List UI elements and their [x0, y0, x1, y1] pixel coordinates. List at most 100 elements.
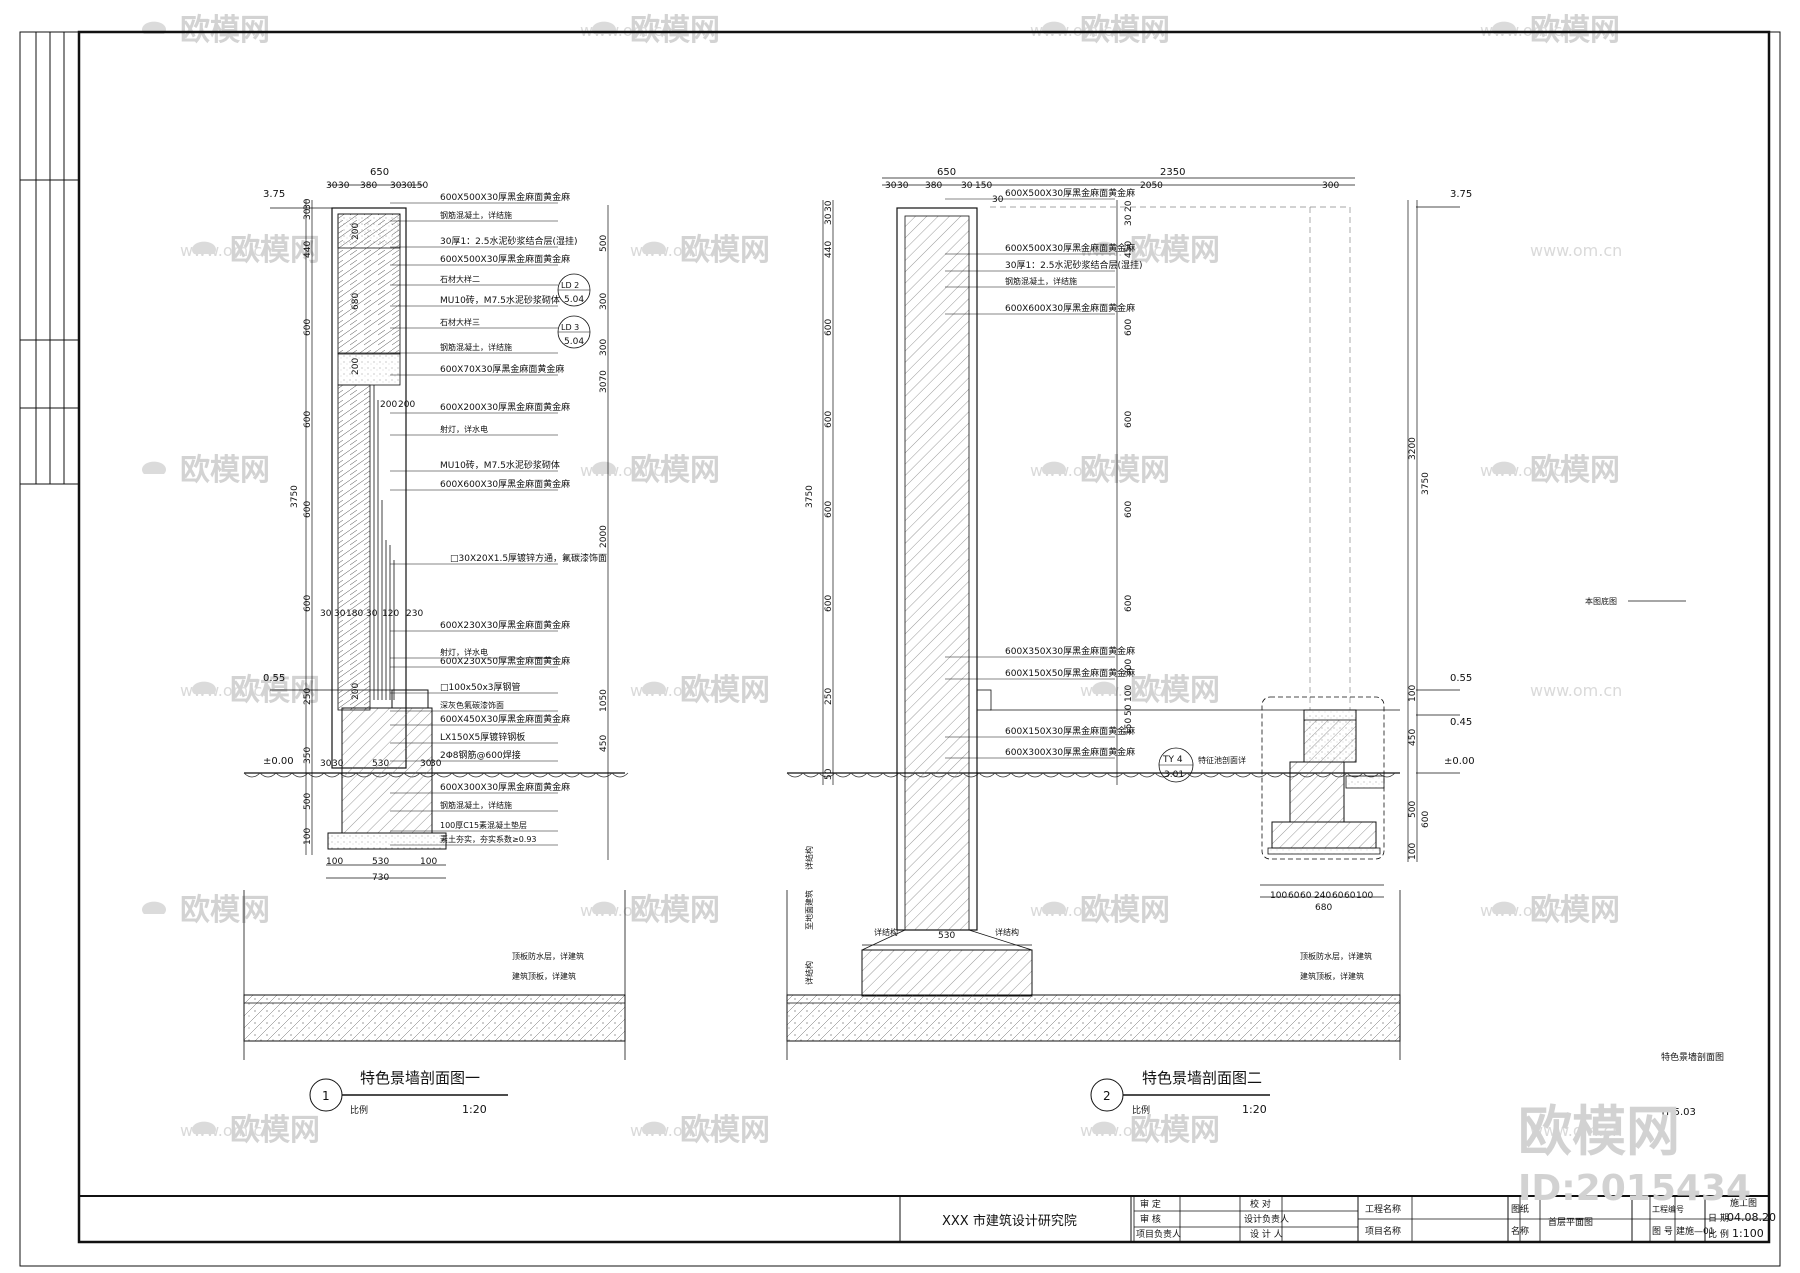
svg-text:20: 20 — [1124, 200, 1134, 212]
s1-ld3-top: LD 3 — [561, 323, 579, 332]
svg-text:100: 100 — [303, 828, 313, 845]
name-label: 名称 — [1511, 1225, 1529, 1237]
svg-text:详结构: 详结构 — [995, 927, 1019, 937]
s2-label: 600X150X30厚黑金麻面黄金麻 — [1005, 725, 1135, 737]
s1-number: 1 — [322, 1089, 330, 1103]
date-label: 日 期 — [1708, 1213, 1729, 1224]
s2-label: 30厚1：2.5水泥砂浆结合层(湿挂) — [1005, 259, 1143, 271]
s1-label: 2Φ8钢筋@600焊接 — [440, 749, 521, 761]
svg-text:680: 680 — [351, 293, 361, 310]
svg-text:180: 180 — [346, 609, 363, 619]
watermark-brand: 欧模网 — [1530, 13, 1620, 48]
s2-label: 600X500X30厚黑金麻面黄金麻 — [1005, 187, 1135, 199]
s1-label: 600X500X30厚黑金麻面黄金麻 — [440, 191, 570, 203]
s1-elev-zero: ±0.00 — [263, 756, 294, 767]
watermark-logo-icon — [1042, 901, 1066, 914]
watermark-brand: 欧模网 — [1130, 233, 1220, 268]
svg-text:3750: 3750 — [290, 485, 300, 508]
svg-text:30: 30 — [961, 181, 973, 191]
item-name-label: 项目名称 — [1365, 1225, 1401, 1237]
svg-text:30: 30 — [885, 181, 897, 191]
s1-label: 100厚C15素混凝土垫层 — [440, 820, 527, 830]
watermark-brand: 欧模网 — [230, 233, 320, 268]
s2-label: 钢筋混凝土，详结施 — [1005, 276, 1077, 286]
watermark-brand: 欧模网 — [180, 13, 270, 48]
section-1-text: 3.75 0.55 ±0.00 650 30 30 380 30 30 150 … — [263, 167, 609, 1116]
s1-label: MU10砖，M7.5水泥砂浆砌体 — [440, 294, 560, 306]
svg-text:200: 200 — [351, 358, 361, 375]
s2-label: 600X500X30厚黑金麻面黄金麻 — [1005, 242, 1135, 254]
s1-label: 深灰色氟碳漆饰面 — [440, 700, 504, 710]
s1-roof-note-1: 顶板防水层，详建筑 — [512, 951, 584, 961]
svg-text:30: 30 — [420, 759, 432, 769]
svg-text:至地面建筑: 至地面建筑 — [804, 890, 814, 930]
svg-text:380: 380 — [360, 181, 377, 191]
watermark-logo-icon — [642, 1121, 666, 1134]
s1-label: 石材大样二 — [440, 274, 480, 284]
svg-text:100: 100 — [420, 857, 437, 867]
svg-text:380: 380 — [925, 181, 942, 191]
svg-text:650: 650 — [937, 167, 956, 178]
binding-strip — [19, 31, 80, 485]
svg-text:200: 200 — [351, 223, 361, 240]
svg-text:30: 30 — [334, 609, 346, 619]
s2-roof-note-2: 建筑顶板，详建筑 — [1300, 971, 1364, 981]
watermark-logo-icon — [642, 681, 667, 694]
drawing-name: 首层平面图 — [1548, 1216, 1593, 1228]
svg-text:600: 600 — [824, 411, 834, 428]
svg-text:2000: 2000 — [599, 525, 609, 548]
watermark-brand: 欧模网 — [680, 233, 770, 268]
svg-text:440: 440 — [824, 241, 834, 258]
svg-text:2050: 2050 — [1140, 181, 1163, 191]
watermark-brand: 欧模网 — [680, 673, 770, 708]
watermark-brand: 欧模网 — [630, 893, 720, 928]
svg-text:30: 30 — [401, 181, 413, 191]
svg-text:600: 600 — [303, 595, 313, 612]
svg-text:530: 530 — [372, 857, 389, 867]
s1-label: 600X450X30厚黑金麻面黄金麻 — [440, 713, 570, 725]
svg-text:250: 250 — [824, 688, 834, 705]
role-design-lead: 设计负责人 — [1244, 1213, 1289, 1225]
inner-frame — [77, 30, 1771, 1244]
drawing-no: 建施—01 — [1676, 1225, 1714, 1237]
svg-text:100: 100 — [1408, 685, 1418, 702]
s1-ld2-top: LD 2 — [561, 281, 579, 290]
s1-label: 600X70X30厚黑金麻面黄金麻 — [440, 363, 564, 375]
watermark-url: www.om.cn — [1530, 681, 1622, 700]
watermark-brand: 欧模网 — [1080, 13, 1170, 48]
svg-text:600: 600 — [1124, 319, 1134, 336]
s1-label: 600X600X30厚黑金麻面黄金麻 — [440, 478, 570, 490]
svg-text:600: 600 — [1124, 501, 1134, 518]
svg-text:30: 30 — [824, 200, 834, 212]
svg-text:300: 300 — [1322, 181, 1339, 191]
watermark-brand: 欧模网 — [1130, 673, 1220, 708]
s1-title: 特色景墙剖面图一 — [360, 1069, 480, 1087]
s1-scale: 1:20 — [462, 1103, 487, 1116]
s2-elev-045: 0.45 — [1450, 717, 1472, 728]
watermark-url: www.om.cn — [1530, 241, 1622, 260]
svg-text:30: 30 — [897, 181, 909, 191]
svg-text:150: 150 — [411, 181, 428, 191]
svg-text:30: 30 — [320, 609, 332, 619]
sheet-note: 特色景墙剖面图 — [1661, 1051, 1724, 1063]
svg-text:600: 600 — [1124, 411, 1134, 428]
svg-text:30: 30 — [366, 609, 378, 619]
s2-label: 600X350X30厚黑金麻面黄金麻 — [1005, 645, 1135, 657]
svg-text:详结构: 详结构 — [874, 927, 898, 937]
s2-elev-top: 3.75 — [1450, 189, 1472, 200]
s1-label: 600X230X50厚黑金麻面黄金麻 — [440, 655, 570, 667]
svg-text:30: 30 — [824, 213, 834, 225]
svg-text:500: 500 — [303, 793, 313, 810]
svg-text:30: 30 — [332, 759, 344, 769]
svg-text:100: 100 — [1356, 891, 1373, 901]
s2-title: 特色景墙剖面图二 — [1142, 1069, 1262, 1087]
s1-label: 射灯，详水电 — [440, 424, 488, 434]
s1-label: LX150X5厚镀锌钢板 — [440, 731, 525, 743]
watermark-brand: 欧模网 — [680, 1113, 770, 1148]
svg-text:200: 200 — [351, 683, 361, 700]
svg-text:3750: 3750 — [805, 485, 815, 508]
s2-label: 600X150X50厚黑金麻面黄金麻 — [1005, 667, 1135, 679]
s1-label: 钢筋混凝土，详结施 — [440, 210, 512, 220]
watermark-logo-icon — [1492, 901, 1516, 914]
role-review: 审 核 — [1140, 1213, 1161, 1225]
